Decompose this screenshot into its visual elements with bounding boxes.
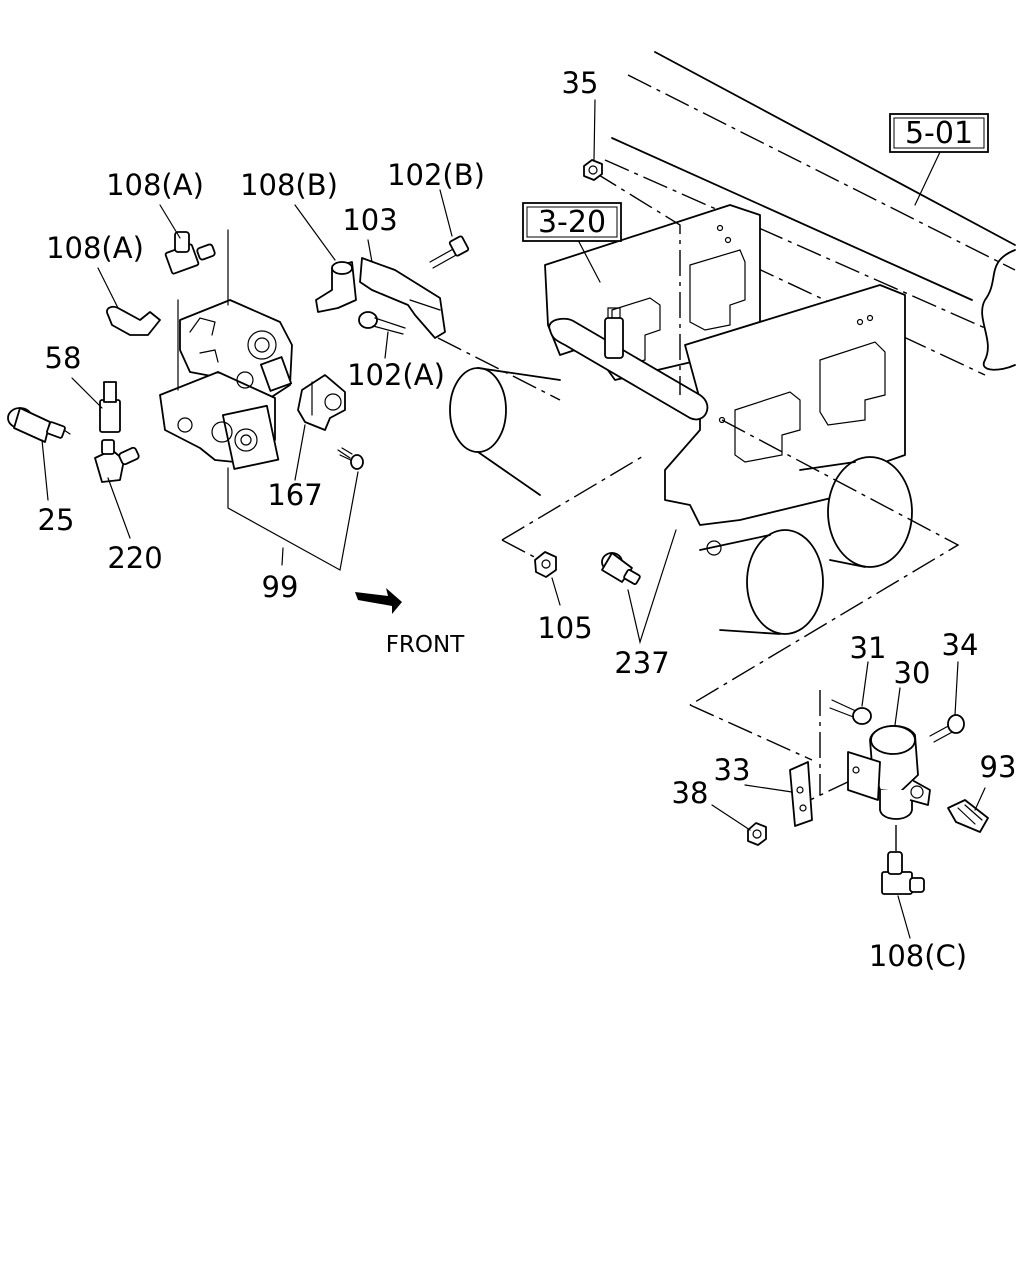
fitting-93: [947, 799, 989, 833]
front-arrow-icon: [355, 588, 402, 614]
frame-rail: [604, 51, 1016, 376]
elbow-220: [94, 439, 140, 483]
leader-lines: [41, 99, 986, 939]
label-167: 167: [267, 478, 322, 512]
bracket-fitting: [604, 307, 624, 359]
label-108a-top: 108(A): [106, 168, 204, 202]
fitting-108b: [315, 261, 357, 313]
fitting-108a-top: [164, 231, 216, 275]
label-103: 103: [342, 203, 397, 237]
label-99: 99: [262, 570, 299, 604]
sensor-25: [7, 407, 71, 443]
bracket-103: [359, 257, 446, 339]
label-33: 33: [714, 753, 751, 787]
part-labels: 35 108(A) 108(B) 102(B) 103 108(A) 58 10…: [38, 66, 1017, 973]
bolt-102a: [358, 311, 406, 335]
label-108b: 108(B): [240, 168, 338, 202]
ref-label-3-20: 3-20: [538, 205, 606, 240]
ref-box-5-01[interactable]: 5-01: [889, 113, 989, 153]
label-108c: 108(C): [869, 939, 967, 973]
crossmember-bracket: [544, 204, 906, 556]
label-220: 220: [107, 541, 162, 575]
label-30: 30: [894, 656, 931, 690]
label-93: 93: [980, 750, 1017, 784]
switch-237: [601, 552, 641, 585]
bracket-167: [297, 374, 346, 431]
assembly-lines: [437, 171, 960, 801]
label-58: 58: [45, 341, 82, 375]
nut-35: [583, 159, 603, 181]
label-102a: 102(A): [347, 358, 445, 392]
ref-box-3-20[interactable]: 3-20: [522, 202, 622, 242]
valve-assembly: [159, 229, 293, 470]
bolt-31: [829, 699, 872, 725]
nut-105: [534, 551, 557, 578]
label-38: 38: [672, 776, 709, 810]
label-108a-left: 108(A): [46, 231, 144, 265]
nut-38: [747, 822, 767, 846]
label-102b: 102(B): [387, 158, 485, 192]
label-34: 34: [942, 628, 979, 662]
label-105: 105: [537, 611, 592, 645]
valve-30: [847, 725, 931, 820]
air-tanks: [449, 367, 913, 635]
bolt-167: [337, 447, 364, 470]
label-front: FRONT: [386, 632, 466, 658]
fitting-108c: [881, 825, 925, 895]
bolt-102b: [429, 235, 470, 269]
label-35: 35: [562, 66, 599, 100]
label-237: 237: [614, 646, 669, 680]
stud-58: [99, 381, 121, 433]
bracket-33: [789, 761, 813, 827]
label-25: 25: [38, 503, 75, 537]
ref-label-5-01: 5-01: [905, 116, 973, 151]
label-31: 31: [850, 631, 887, 665]
bolt-34: [929, 714, 965, 743]
fitting-108a-left: [106, 305, 161, 336]
